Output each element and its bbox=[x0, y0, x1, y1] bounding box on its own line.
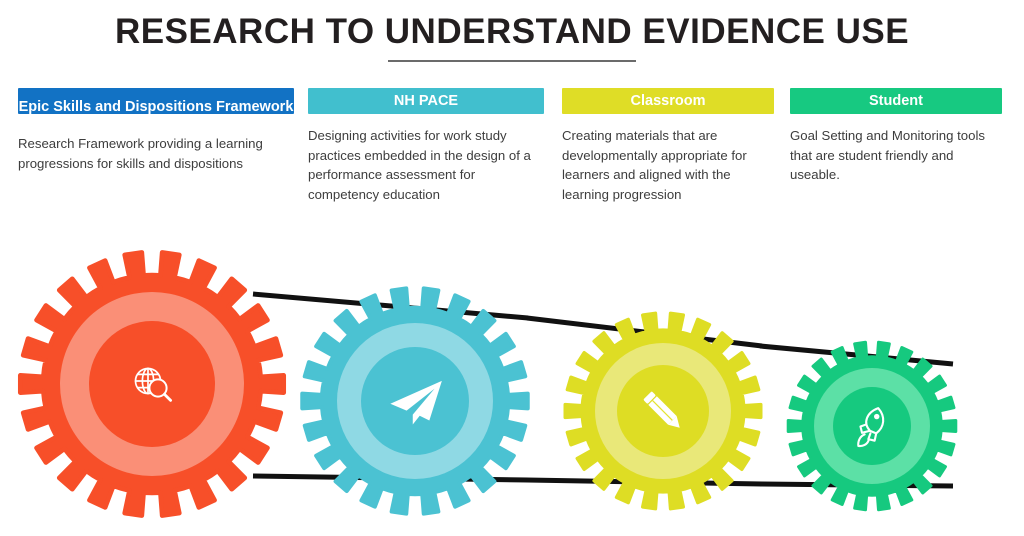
card-header-bar: Student bbox=[790, 88, 1002, 114]
gear-nh-pace[interactable] bbox=[300, 286, 530, 516]
gear-epic-skills[interactable] bbox=[17, 250, 287, 518]
card-header-bar: NH PACE bbox=[308, 88, 544, 114]
card-title: Student bbox=[869, 92, 923, 109]
gear-classroom[interactable] bbox=[563, 311, 763, 511]
card-student[interactable]: Student Goal Setting and Monitoring tool… bbox=[790, 88, 1002, 185]
card-title: NH PACE bbox=[393, 92, 459, 109]
card-classroom[interactable]: Classroom Creating materials that are de… bbox=[562, 88, 774, 204]
title-underline-rule bbox=[388, 60, 636, 62]
card-description: Designing activities for work study prac… bbox=[308, 128, 531, 202]
card-description: Research Framework providing a learning … bbox=[18, 136, 263, 171]
card-header-bar: Classroom bbox=[562, 88, 774, 114]
gear-diagram bbox=[0, 236, 1024, 536]
gear-hub bbox=[833, 387, 911, 465]
card-description: Creating materials that are developmenta… bbox=[562, 128, 747, 202]
card-nh-pace[interactable]: NH PACE Designing activities for work st… bbox=[308, 88, 544, 204]
card-epic-skills[interactable]: Epic Skills and Dispositions Framework R… bbox=[18, 88, 294, 173]
page-title: RESEARCH TO UNDERSTAND EVIDENCE USE bbox=[114, 12, 910, 51]
card-header-bar: Epic Skills and Dispositions Framework bbox=[18, 88, 294, 115]
card-title: Classroom bbox=[630, 92, 706, 109]
card-title: Epic Skills and Dispositions Framework bbox=[18, 98, 294, 115]
card-description: Goal Setting and Monitoring tools that a… bbox=[790, 128, 985, 183]
gear-student[interactable] bbox=[786, 340, 958, 512]
